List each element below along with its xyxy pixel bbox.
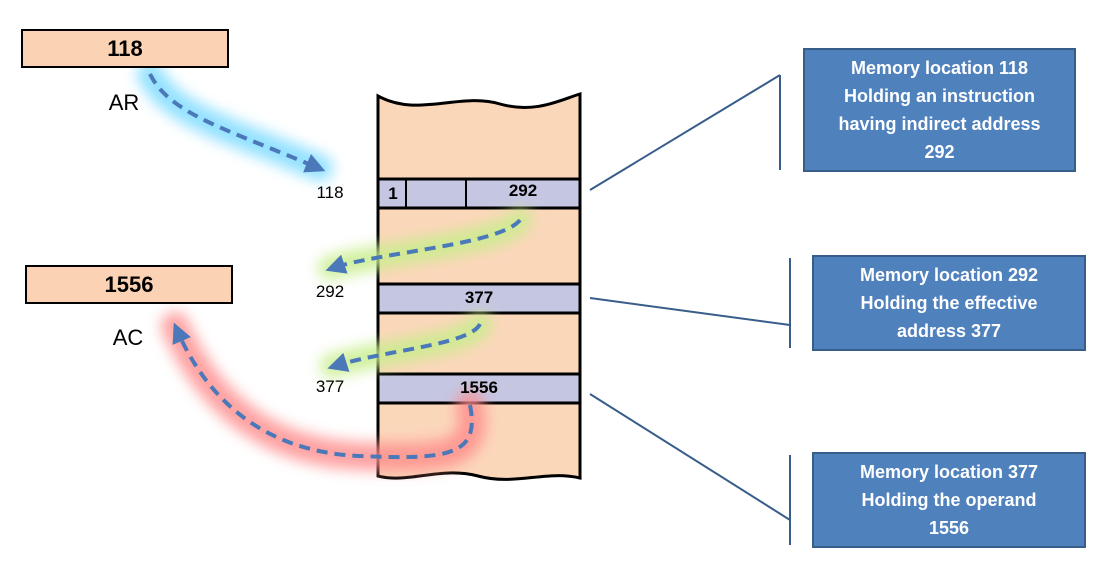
connector-377 — [589, 393, 791, 521]
glow-118-to-292 — [318, 208, 532, 280]
ar-register: 118 — [21, 29, 229, 68]
ac-register: 1556 — [25, 265, 233, 304]
memory-word-292 — [376, 282, 582, 315]
glow-ar-to-memory — [137, 61, 333, 181]
connector-292 — [589, 297, 791, 326]
ac-value: 1556 — [104, 271, 154, 297]
callout-location-292: Memory location 292 Holding the effectiv… — [812, 255, 1086, 351]
ar-value: 118 — [107, 35, 143, 61]
address-label-377: 377 — [315, 377, 345, 396]
word-content-292: 377 — [464, 287, 494, 307]
mode-bit-118: 1 — [388, 183, 398, 203]
ac-label: AC — [112, 325, 144, 350]
memory-word-118 — [376, 177, 582, 210]
word-content-118: 292 — [508, 180, 538, 200]
address-label-118: 118 — [316, 183, 344, 202]
address-label-292: 292 — [315, 282, 345, 301]
ar-label: AR — [108, 90, 140, 115]
connector-118 — [589, 74, 781, 191]
arrow-292-to-377 — [327, 322, 482, 372]
callout-location-377: Memory location 377 Holding the operand … — [812, 452, 1086, 548]
word-content-377: 1556 — [460, 377, 498, 397]
arrow-operand-to-ac — [172, 322, 474, 460]
arrow-ar-to-memory — [148, 73, 326, 173]
callout-location-118: Memory location 118 Holding an instructi… — [803, 48, 1076, 172]
